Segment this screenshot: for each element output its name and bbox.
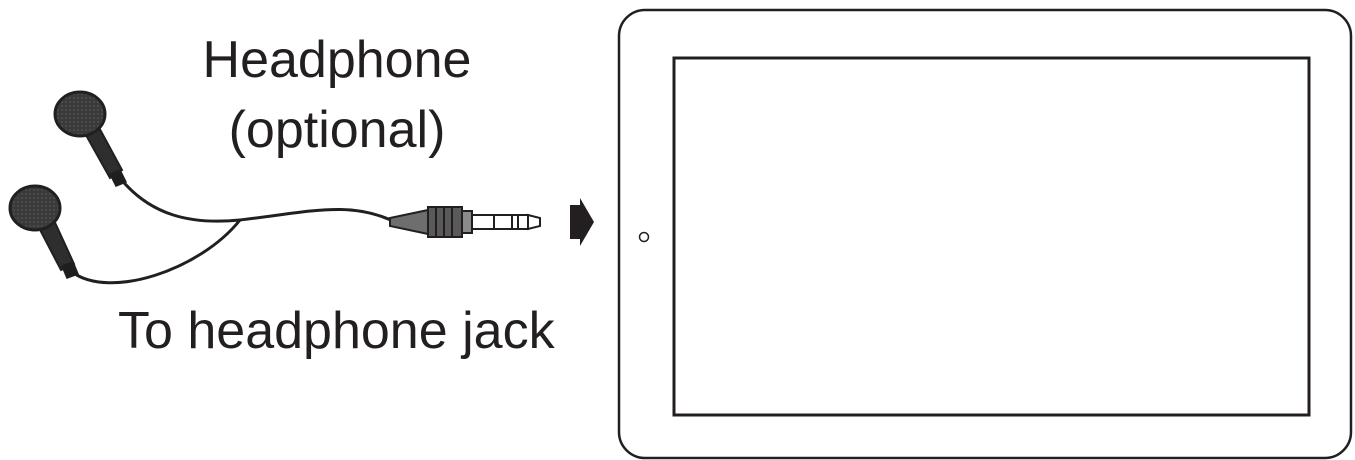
audio-plug-icon xyxy=(390,207,540,237)
front-camera-icon xyxy=(640,233,649,242)
arrow-right-icon xyxy=(570,198,594,246)
tablet-icon xyxy=(619,10,1351,458)
earbuds-icon xyxy=(10,92,395,283)
tablet-screen xyxy=(674,58,1309,415)
